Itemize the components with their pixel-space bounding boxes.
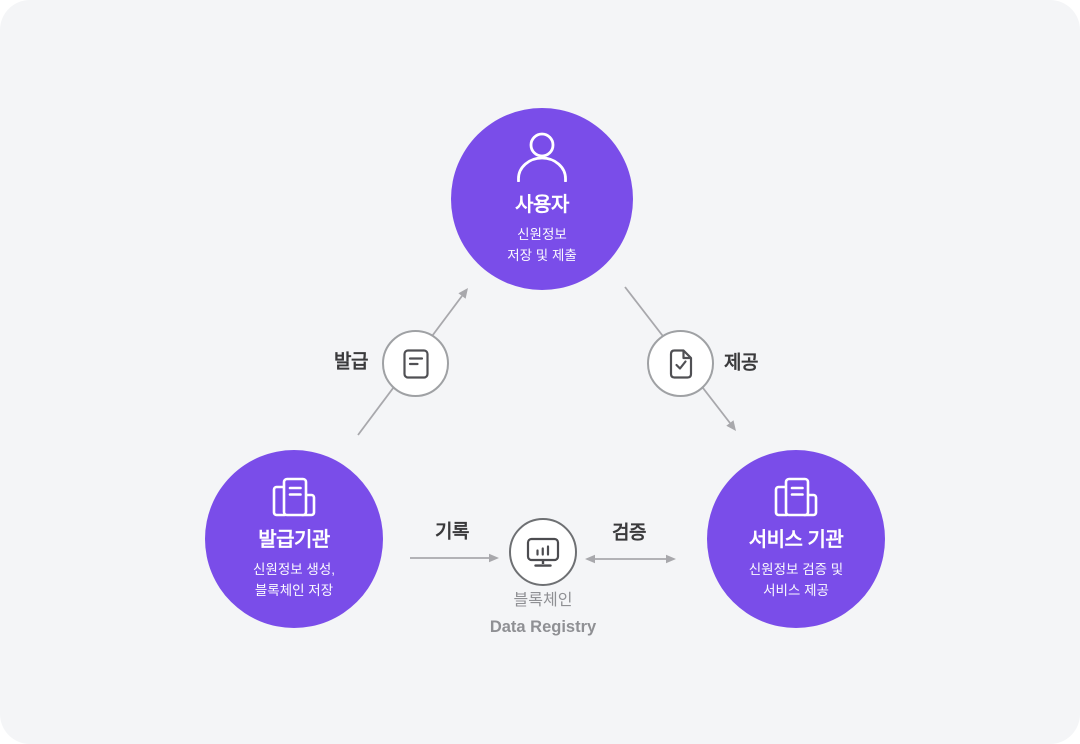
- verify-edge-label: 검증: [612, 522, 646, 544]
- node-service-subtitle: 신원정보 검증 및 서비스 제공: [748, 562, 844, 598]
- registry-caption-ko: 블록체인: [513, 592, 573, 609]
- registry-caption: 블록체인 Data Registry: [490, 592, 596, 636]
- document-icon: [402, 348, 429, 379]
- provide-document-badge: [647, 330, 714, 397]
- record-edge-label: 기록: [435, 521, 469, 543]
- registry-node: [509, 518, 577, 586]
- issue-edge-label: 발급: [334, 351, 368, 373]
- person-icon: [517, 132, 567, 182]
- record-arrow: [410, 553, 499, 563]
- node-issuer-subtitle: 신원정보 생성, 블록체인 저장: [252, 562, 336, 598]
- organization-icon: [774, 477, 818, 517]
- provide-edge-label: 제공: [724, 352, 758, 374]
- node-issuer: 발급기관 신원정보 생성, 블록체인 저장: [205, 450, 383, 628]
- issue-document-badge: [382, 330, 449, 397]
- document-check-icon: [669, 348, 692, 379]
- node-service: 서비스 기관 신원정보 검증 및 서비스 제공: [707, 450, 885, 628]
- node-service-title: 서비스 기관: [748, 529, 844, 551]
- node-user-title: 사용자: [515, 194, 569, 216]
- registry-caption-en: Data Registry: [489, 618, 597, 636]
- verify-arrow: [585, 554, 676, 564]
- organization-icon: [272, 477, 316, 517]
- node-issuer-title: 발급기관: [258, 529, 330, 551]
- monitor-chart-icon: [526, 537, 560, 567]
- node-user: 사용자 신원정보 저장 및 제출: [451, 108, 633, 290]
- node-user-subtitle: 신원정보 저장 및 제출: [507, 227, 577, 263]
